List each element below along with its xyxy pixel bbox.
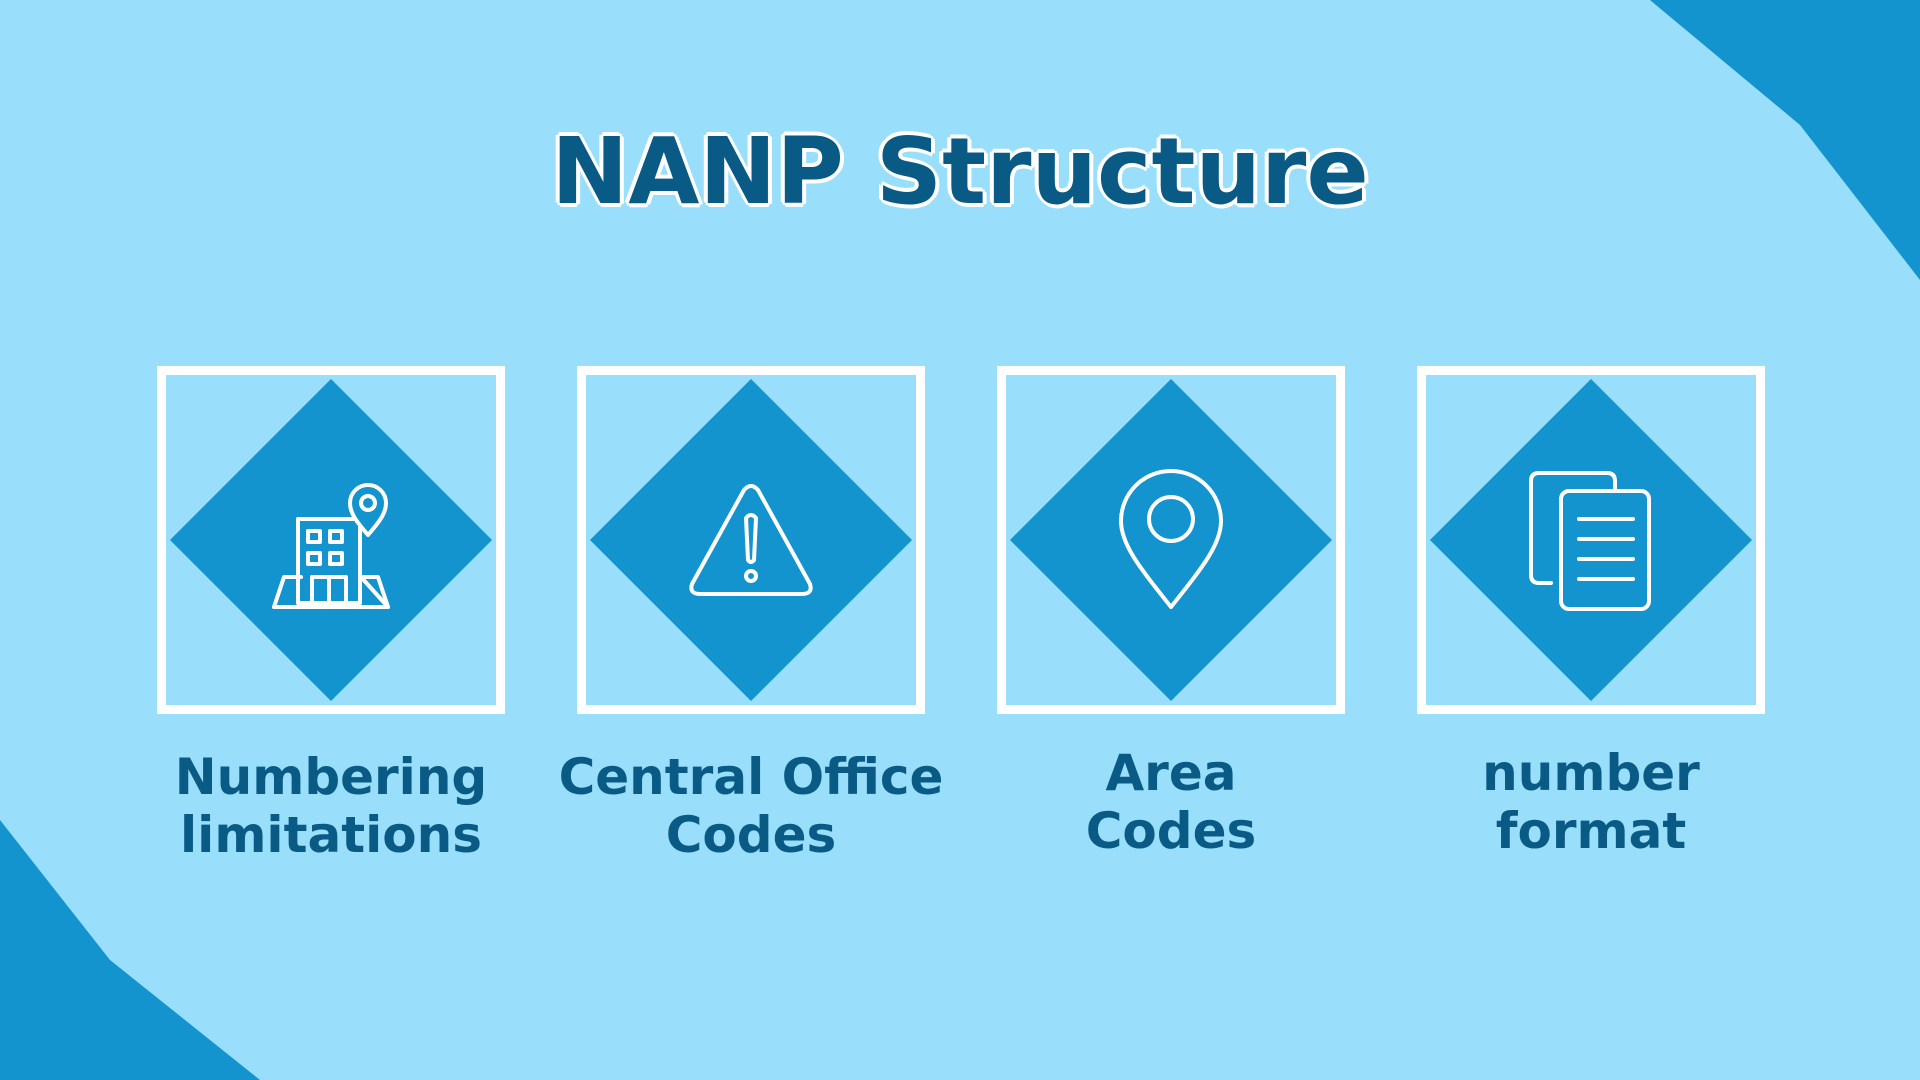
- card-central-office-codes: [577, 366, 925, 714]
- label-area-codes: Area Codes: [951, 744, 1391, 860]
- label-number-format: number format: [1371, 744, 1811, 860]
- copy-documents-icon: [1529, 471, 1651, 611]
- corner-decoration-top-right: [1650, 0, 1920, 280]
- corner-decoration-bottom-left: [0, 820, 260, 1080]
- label-line: limitations: [180, 806, 482, 864]
- label-line: Codes: [665, 806, 837, 864]
- label-central-office-codes: Central Office Codes: [531, 748, 971, 864]
- label-line: Central Office: [558, 748, 944, 806]
- label-line: number: [1482, 744, 1700, 802]
- label-line: Area: [1105, 744, 1237, 802]
- building-location-icon: [272, 483, 390, 609]
- warning-triangle-icon: [689, 484, 813, 596]
- label-line: format: [1495, 802, 1687, 860]
- label-line: Codes: [1085, 802, 1257, 860]
- label-line: Numbering: [174, 748, 488, 806]
- diamond-shape: [590, 379, 912, 701]
- location-pin-icon: [1119, 469, 1223, 609]
- card-number-format: [1417, 366, 1765, 714]
- label-numbering-limitations: Numbering limitations: [111, 748, 551, 864]
- card-area-codes: [997, 366, 1345, 714]
- card-numbering-limitations: [157, 366, 505, 714]
- page-title: NANP Structure: [551, 118, 1369, 225]
